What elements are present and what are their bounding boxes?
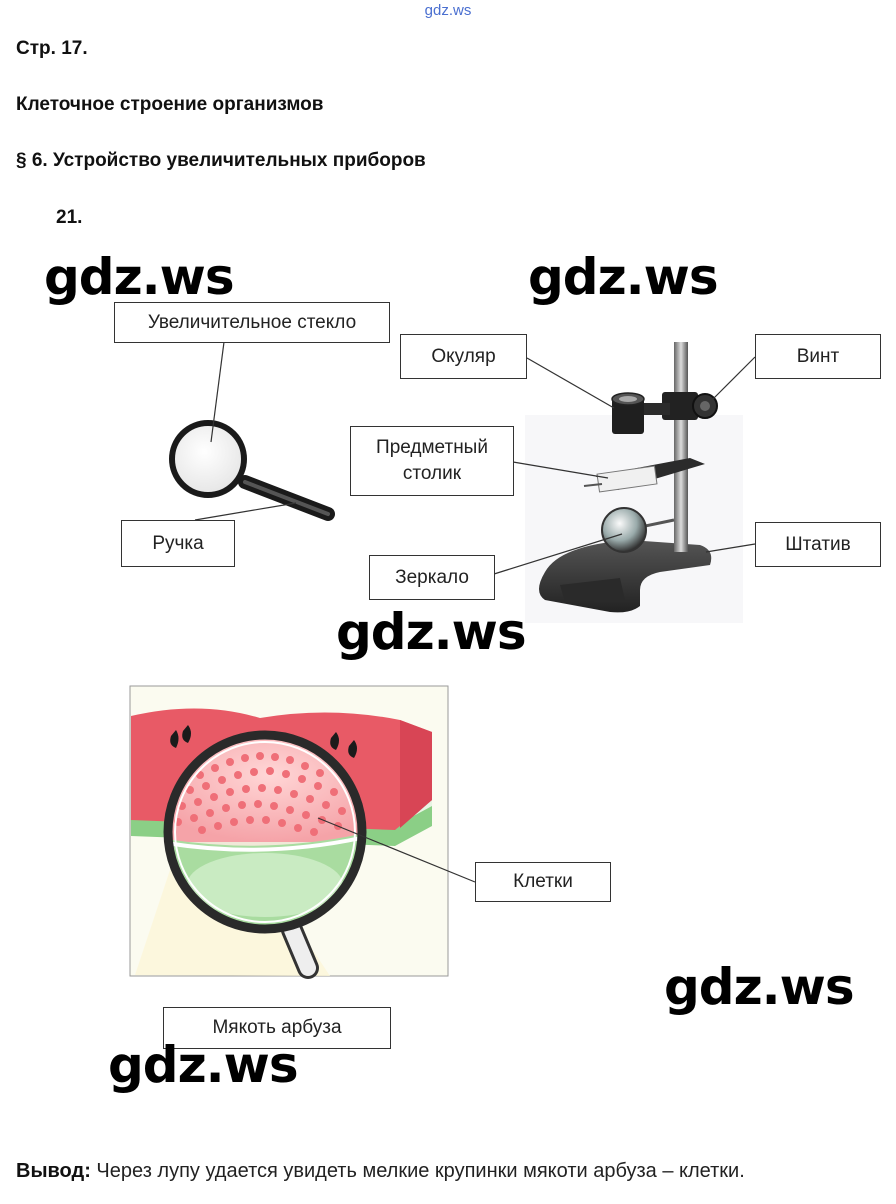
label-eyepiece: Окуляр [400,334,527,379]
label-cells: Клетки [475,862,611,902]
label-magnifying-glass: Увеличительное стекло [114,302,390,343]
conclusion-text: Через лупу удается увидеть мелкие крупин… [90,1160,745,1182]
label-stage-line1: Предметный [376,437,488,459]
task-number: 21. [56,207,83,228]
magnifier-icon [169,420,335,521]
conclusion-title: Вывод: [16,1160,91,1182]
site-link[interactable]: gdz.ws [424,2,472,19]
watermelon-illustration [129,685,449,979]
label-tripod: Штатив [755,522,881,567]
label-stage: Предметный столик [350,426,514,496]
watermark: gdz.ws [336,603,527,661]
watermark: gdz.ws [528,248,719,306]
microscope-icon [539,342,718,613]
chapter-title: Клеточное строение организмов [16,94,324,115]
conclusion: Вывод: Через лупу удается увидеть мелкие… [16,1160,745,1183]
label-screw: Винт [755,334,881,379]
label-mirror: Зеркало [369,555,495,600]
label-handle: Ручка [121,520,235,567]
watermark: gdz.ws [108,1036,299,1094]
watermark: gdz.ws [664,958,855,1016]
section-title: § 6. Устройство увеличительных приборов [16,150,426,171]
watermark: gdz.ws [44,248,235,306]
page-number: Стр. 17. [16,38,88,59]
label-watermelon-pulp: Мякоть арбуза [163,1007,391,1049]
label-stage-line2: столик [402,463,462,484]
